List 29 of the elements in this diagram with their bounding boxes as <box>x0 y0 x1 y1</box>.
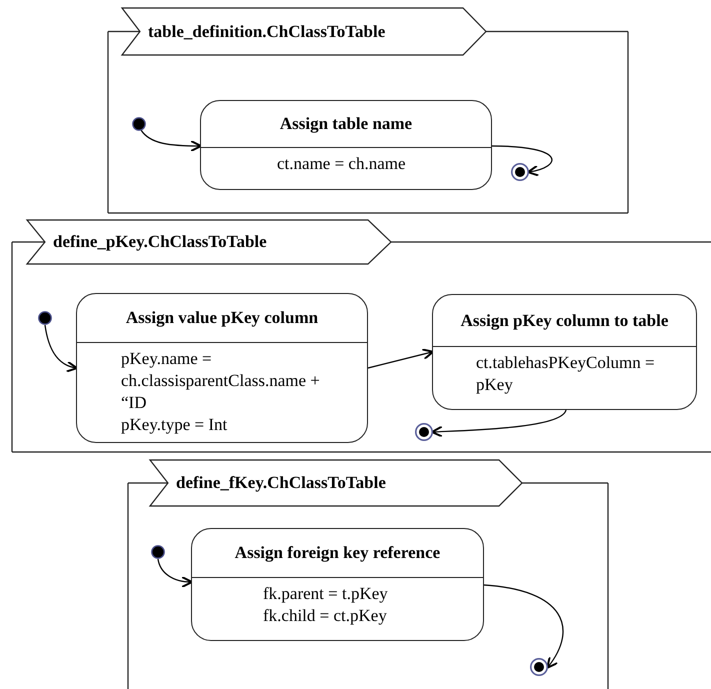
arrow <box>368 348 434 369</box>
final-state <box>530 658 548 676</box>
state-name: Assign value pKey column <box>126 308 318 328</box>
state-action: fk.parent = t.pKey <box>263 583 389 605</box>
state-action: ct.tablehasPKeyColumn = pKey <box>476 352 656 396</box>
initial-state <box>132 117 146 131</box>
state-name: Assign table name <box>280 114 412 134</box>
state-box <box>200 100 492 190</box>
initial-state <box>38 311 52 325</box>
frame-title: table_definition.ChClassToTable <box>148 22 386 40</box>
state-action: ct.name = ch.name <box>277 153 407 175</box>
frame-title: define_pKey.ChClassToTable <box>53 233 267 250</box>
initial-state <box>151 545 165 559</box>
arrow <box>431 410 566 438</box>
state-action: pKey.type = Int <box>121 414 228 436</box>
state-name: Assign foreign key reference <box>234 543 440 563</box>
final-state <box>415 423 433 441</box>
arrow <box>157 558 193 588</box>
state-box <box>432 294 697 410</box>
final-state <box>511 163 529 181</box>
state-action: fk.child = ct.pKey <box>263 605 388 627</box>
arrow <box>44 324 78 372</box>
arrow <box>140 130 202 152</box>
frame-title: define_fKey.ChClassToTable <box>176 474 386 491</box>
arrow <box>492 145 552 176</box>
state-name: Assign pKey column to table <box>460 310 668 330</box>
arrow <box>484 584 564 669</box>
state-box <box>76 293 368 443</box>
state-box <box>191 528 484 641</box>
